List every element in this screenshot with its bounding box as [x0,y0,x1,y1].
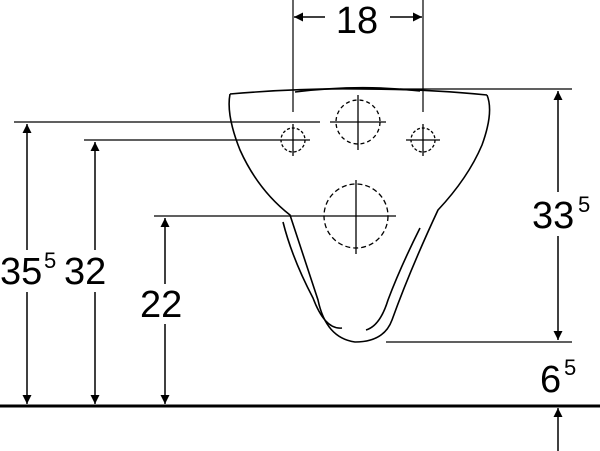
left-fixing-hole [276,124,310,156]
dimension-overall-height-superscript: 5 [44,248,56,273]
dimension-right-height: 33 [532,195,574,237]
dimension-bottom-clearance: 6 [540,359,561,401]
dimension-right-height-superscript: 5 [578,192,590,217]
extension-lines [14,0,572,343]
right-fixing-hole [406,124,440,156]
dimension-top-width: 18 [336,0,378,42]
dimension-upper-fixing-height: 32 [64,251,106,293]
dimension-bottom-clearance-superscript: 5 [564,355,576,380]
dimension-drain-height: 22 [140,284,182,326]
drain-outlet-circle [318,180,396,254]
wc-bowl-outline [228,86,491,343]
dimension-overall-height: 35 [0,251,42,293]
upper-pipe-circle [330,95,386,150]
